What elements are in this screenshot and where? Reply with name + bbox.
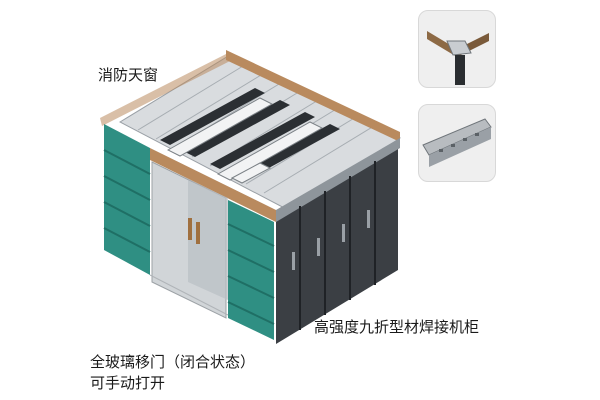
skylight-beam [160, 88, 265, 145]
cabinet-label: 高强度九折型材焊接机柜 [314, 318, 480, 336]
door-header-trim [150, 148, 276, 222]
door-label-line1: 全玻璃移门（闭合状态） [90, 353, 256, 371]
front-wood-trim [100, 52, 232, 126]
floor-line [149, 274, 229, 316]
glass-sliding-doors [151, 161, 228, 319]
skylight-beam [210, 112, 315, 169]
door-label-line2: 可手动打开 [90, 374, 166, 392]
left-side-panels [103, 124, 151, 275]
rear-wood-trim [226, 50, 400, 142]
profile-rail-detail-image [418, 104, 496, 182]
skylight-label: 消防天窗 [98, 66, 159, 84]
corner-joint-detail-image [418, 10, 496, 88]
skylight-frame [166, 97, 324, 184]
right-door-side-panels [227, 200, 275, 340]
skylight-beam [185, 100, 290, 157]
cabinet-row [276, 138, 400, 344]
